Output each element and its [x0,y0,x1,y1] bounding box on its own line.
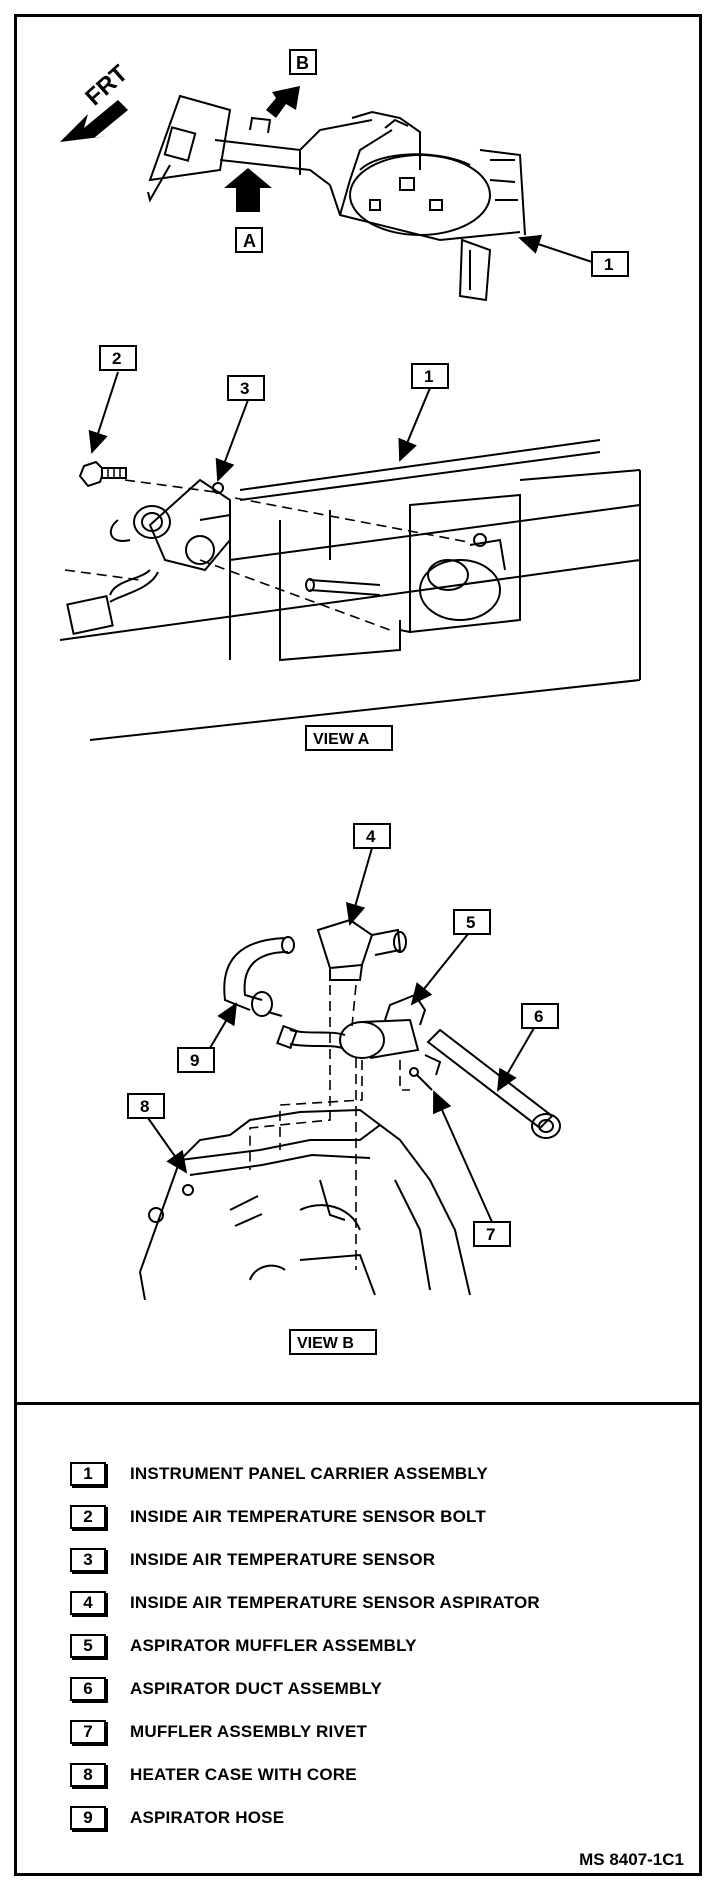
legend-item: 6 ASPIRATOR DUCT ASSEMBLY [70,1667,690,1710]
callout-1-view-a: 1 [398,363,449,462]
legend-number: 6 [70,1676,106,1701]
svg-text:VIEW B: VIEW B [297,1335,354,1352]
legend-text: ASPIRATOR MUFFLER ASSEMBLY [130,1635,417,1655]
view-a-diagram: 2 3 1 VIEW A [59,345,641,751]
legend-number: 4 [70,1590,106,1615]
legend-item: 1 INSTRUMENT PANEL CARRIER ASSEMBLY [70,1452,690,1495]
svg-text:9: 9 [190,1051,199,1070]
svg-text:1: 1 [604,255,613,274]
legend-number: 9 [70,1805,106,1830]
legend-text: ASPIRATOR DUCT ASSEMBLY [130,1678,383,1698]
legend-text: INSIDE AIR TEMPERATURE SENSOR BOLT [130,1506,486,1526]
illustration: FRT B A [59,49,641,1355]
legend-item: 3 INSIDE AIR TEMPERATURE SENSOR [70,1538,690,1581]
svg-text:A: A [243,231,256,251]
svg-text:4: 4 [366,827,376,846]
legend-number: 5 [70,1633,106,1658]
legend-text: ASPIRATOR HOSE [130,1807,285,1827]
callout-7: 7 [433,1090,511,1247]
legend-text: INSIDE AIR TEMPERATURE SENSOR ASPIRATOR [130,1592,540,1612]
callout-3: 3 [215,375,265,482]
callout-2: 2 [88,345,137,454]
callout-8: 8 [127,1093,188,1174]
svg-text:8: 8 [140,1097,149,1116]
parts-legend: 1 INSTRUMENT PANEL CARRIER ASSEMBLY 2 IN… [70,1452,690,1839]
view-a-label: VIEW A [305,725,393,751]
legend-number: 2 [70,1504,106,1529]
front-label: FRT [80,60,133,112]
callout-6: 6 [496,1003,559,1092]
svg-text:7: 7 [486,1225,495,1244]
view-b-diagram: 4 5 6 9 8 7 VIEW B [127,823,561,1355]
legend-number: 8 [70,1762,106,1787]
svg-text:2: 2 [112,349,121,368]
svg-text:B: B [296,53,309,73]
diagram-frame [14,14,702,1876]
legend-text: INSIDE AIR TEMPERATURE SENSOR [130,1549,436,1569]
carrier-overview: FRT B A [60,49,629,302]
view-b-marker: B [266,49,317,118]
legend-number: 3 [70,1547,106,1572]
legend-divider [14,1402,702,1405]
callout-5: 5 [410,909,491,1006]
legend-number: 1 [70,1461,106,1486]
callout-1-top: 1 [518,234,629,277]
legend-item: 8 HEATER CASE WITH CORE [70,1753,690,1796]
legend-item: 9 ASPIRATOR HOSE [70,1796,690,1839]
legend-text: INSTRUMENT PANEL CARRIER ASSEMBLY [130,1463,488,1483]
figure-id: MS 8407-1C1 [579,1850,684,1869]
legend-item: 7 MUFFLER ASSEMBLY RIVET [70,1710,690,1753]
svg-text:6: 6 [534,1007,543,1026]
svg-text:VIEW A: VIEW A [313,731,370,748]
front-arrow: FRT [60,60,133,142]
legend-item: 2 INSIDE AIR TEMPERATURE SENSOR BOLT [70,1495,690,1538]
sensor-bolt [78,460,127,488]
legend-item: 5 ASPIRATOR MUFFLER ASSEMBLY [70,1624,690,1667]
svg-text:1: 1 [424,367,433,386]
legend-item: 4 INSIDE AIR TEMPERATURE SENSOR ASPIRATO… [70,1581,690,1624]
svg-text:5: 5 [466,913,475,932]
legend-text: MUFFLER ASSEMBLY RIVET [130,1721,368,1741]
callout-9: 9 [177,1002,238,1073]
view-a-marker: A [224,168,272,253]
callout-4: 4 [345,823,391,926]
svg-text:3: 3 [240,379,249,398]
view-b-label: VIEW B [289,1329,377,1355]
legend-text: HEATER CASE WITH CORE [130,1764,357,1784]
legend-number: 7 [70,1719,106,1744]
